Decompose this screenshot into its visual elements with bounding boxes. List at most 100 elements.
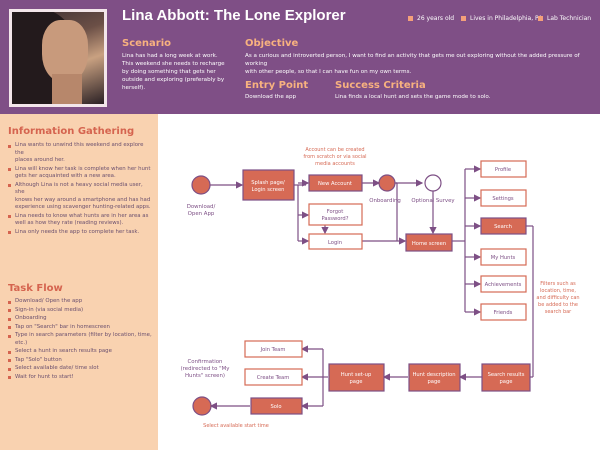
note-account-1: Account can be created [305, 147, 364, 153]
hunt-setup-text-1: Hunt set-up [341, 372, 372, 378]
my-hunts-text: My Hunts [491, 255, 516, 261]
info-item: Lina needs to know what hunts are in her… [8, 213, 153, 228]
scenario-line: by doing something that gets her [122, 69, 216, 75]
download-label-1: Download/ [187, 204, 216, 210]
scenario-text: Lina has had a long week at work. This w… [122, 52, 237, 92]
home-screen-text: Home screen [412, 241, 446, 247]
search-text: Search [494, 224, 512, 230]
info-line: knows her way around a smartphone and ha… [15, 196, 151, 203]
task-line: Type in search parameters (filter by loc… [15, 332, 152, 338]
search-results-text-2: page [500, 379, 513, 385]
home-screen-node: Home screen [405, 233, 453, 252]
flow-connectors [209, 165, 534, 410]
user-flow-diagram: Download/ Open App Splash page/ Login sc… [181, 147, 580, 429]
splash-node: Splash page/ Login screen [242, 169, 295, 201]
taskflow-list: Download/ Open the app Sign-in (via soci… [8, 298, 153, 382]
info-heading: Information Gathering [8, 126, 135, 137]
task-line: Select available date/ time slot [15, 365, 99, 371]
task-item: Select a hunt in search results page [8, 348, 153, 356]
bullet-icon [461, 16, 466, 21]
my-hunts-node: My Hunts [480, 248, 527, 266]
objective-text: As a curious and introverted person, I w… [245, 52, 595, 76]
solo-text: Solo [270, 404, 281, 410]
info-line: gets her acquainted with a new area. [15, 173, 116, 179]
meta-age-text: 26 years old [417, 15, 455, 22]
profile-text: Profile [495, 167, 511, 173]
info-line: Lina only needs the app to complete her … [15, 228, 140, 235]
onboarding-text: Onboarding [369, 198, 401, 204]
meta-age: 26 years old [408, 15, 454, 22]
new-account-text: New Account [318, 181, 352, 187]
achievements-text: Achievements [485, 282, 522, 288]
friends-text: Friends [494, 310, 513, 316]
confirmation-text-2: (redirected to "My [181, 366, 231, 372]
scenario-heading: Scenario [122, 38, 172, 49]
task-line: Onboarding [15, 315, 47, 321]
confirmation-text-3: Hunts" screen) [185, 373, 225, 379]
entry-text: Download the app [245, 94, 297, 100]
note-account-3: media accounts [315, 161, 355, 167]
success-text: Lina finds a local hunt and sets the gam… [335, 94, 491, 100]
meta-location: Lives in Philadelphia, PA [461, 15, 542, 22]
entry-heading: Entry Point [245, 80, 309, 91]
bullet-icon [8, 168, 11, 171]
info-line: well as how they rate (reading reviews). [15, 220, 124, 226]
bullet-icon [8, 359, 11, 362]
onboarding-node [378, 174, 396, 192]
task-item: Tap "Solo" button [8, 357, 153, 365]
note-filters-4: be added to the [538, 302, 578, 308]
bullet-icon [8, 309, 11, 312]
meta-job: Lab Technician [538, 15, 591, 22]
survey-node [424, 174, 442, 192]
info-item: Lina will know her task is complete when… [8, 166, 153, 181]
hunt-setup-text-2: page [350, 379, 363, 385]
info-item: Lina only needs the app to complete her … [8, 229, 153, 237]
persona-photo-face [42, 20, 88, 82]
bullet-icon [538, 16, 543, 21]
login-node: Login [308, 233, 363, 250]
left-panel: Information Gathering Lina wants to unwi… [0, 114, 158, 450]
scenario-line: outside and exploring (preferably by [122, 77, 225, 83]
task-line: etc.) [15, 339, 28, 346]
search-results-node: Search results page [481, 363, 531, 392]
persona-photo-neck [52, 74, 82, 104]
info-line: Lina will know her task is complete when… [15, 165, 151, 172]
forgot-text-1: Forgot [327, 209, 344, 215]
achievements-node: Achievements [480, 275, 527, 293]
join-team-node: Join Team [244, 340, 303, 358]
bullet-icon [8, 144, 11, 148]
solo-node: Solo [250, 397, 303, 415]
info-line: experience using scavenger hunting-relat… [15, 204, 151, 210]
info-line: Lina needs to know what hunts are in her… [15, 212, 149, 219]
bullet-icon [8, 300, 11, 304]
forgot-password-node: Forgot Password? [308, 203, 363, 226]
info-line: Lina wants to unwind this weekend and ex… [15, 142, 144, 156]
note-filters-5: search bar [545, 309, 572, 315]
scenario-line: herself). [122, 85, 146, 91]
splash-text-1: Splash page/ [251, 180, 285, 186]
success-heading: Success Criteria [335, 80, 426, 91]
persona-title: Lina Abbott: The Lone Explorer [122, 7, 346, 24]
task-item: Tap on "Search" bar in homescreen [8, 324, 153, 332]
objective-line: with other people, so that I can have fu… [245, 69, 412, 75]
scenario-line: This weekend she needs to recharge [122, 61, 225, 67]
bullet-icon [8, 317, 11, 321]
task-item: Download/ Open the app [8, 298, 153, 306]
task-line: Sign-in (via social media) [15, 306, 84, 313]
join-team-text: Join Team [260, 347, 286, 353]
end-node [192, 396, 212, 416]
meta-location-text: Lives in Philadelphia, PA [470, 15, 543, 22]
confirmation-text-1: Confirmation [188, 359, 223, 365]
start-node [191, 175, 211, 195]
bullet-icon [8, 326, 11, 329]
bullet-icon [8, 367, 11, 371]
scenario-line: Lina has had a long week at work. [122, 53, 218, 59]
taskflow-heading: Task Flow [8, 283, 63, 294]
new-account-node: New Account [308, 174, 363, 192]
forgot-text-2: Password? [322, 216, 349, 222]
settings-node: Settings [480, 189, 527, 207]
note-account-2: from scratch or via social [303, 154, 366, 160]
info-item: Although Lina is not a heavy social medi… [8, 182, 153, 212]
task-line: Tap "Solo" button [15, 356, 62, 363]
bullet-icon [408, 16, 413, 21]
